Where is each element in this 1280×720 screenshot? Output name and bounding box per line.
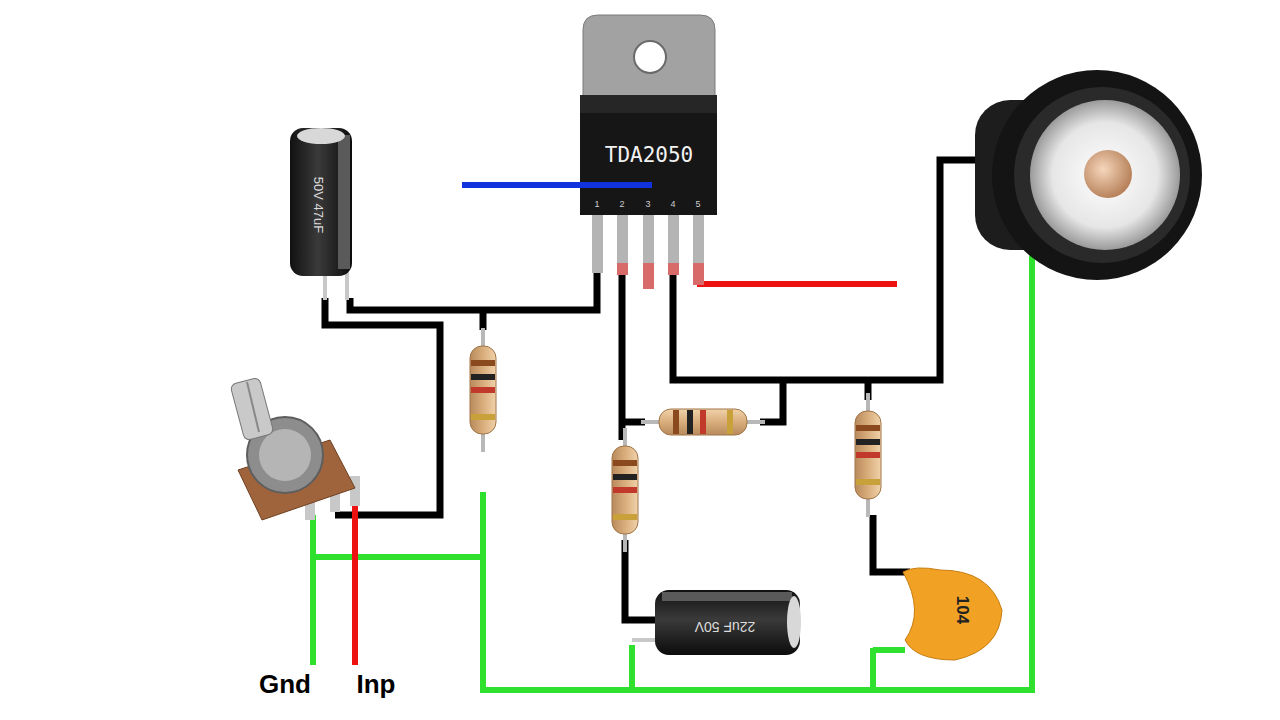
pin-number: 5 [695, 200, 700, 209]
input-wire [352, 500, 358, 665]
chip-name: TDA2050 [605, 145, 694, 166]
ground-wires [313, 203, 1032, 690]
pin-number: 2 [619, 200, 624, 209]
resistor-symbol [470, 328, 496, 452]
electrolytic-capacitor [290, 128, 352, 300]
pin-number: 1 [594, 200, 599, 209]
pin-number: 4 [670, 200, 675, 209]
electrolytic-capacitor [632, 590, 801, 655]
resistor-symbol [855, 393, 881, 517]
blue-wire [462, 182, 652, 188]
terminal-label: Inp [357, 671, 396, 697]
pin-number: 3 [645, 200, 650, 209]
ic-package [580, 15, 717, 289]
resistor-symbol [612, 428, 638, 552]
speaker [975, 70, 1202, 280]
capacitor-code: 104 [954, 596, 971, 624]
capacitor-value: 50V 47uF [312, 177, 325, 233]
supply-wire [697, 281, 897, 287]
black-wires [325, 160, 1028, 620]
capacitor-value: 22uF 50V [695, 620, 756, 634]
terminal-label: Gnd [259, 671, 311, 697]
resistor-symbol [641, 409, 765, 435]
potentiometer [230, 377, 360, 520]
ceramic-capacitor [903, 568, 1002, 660]
